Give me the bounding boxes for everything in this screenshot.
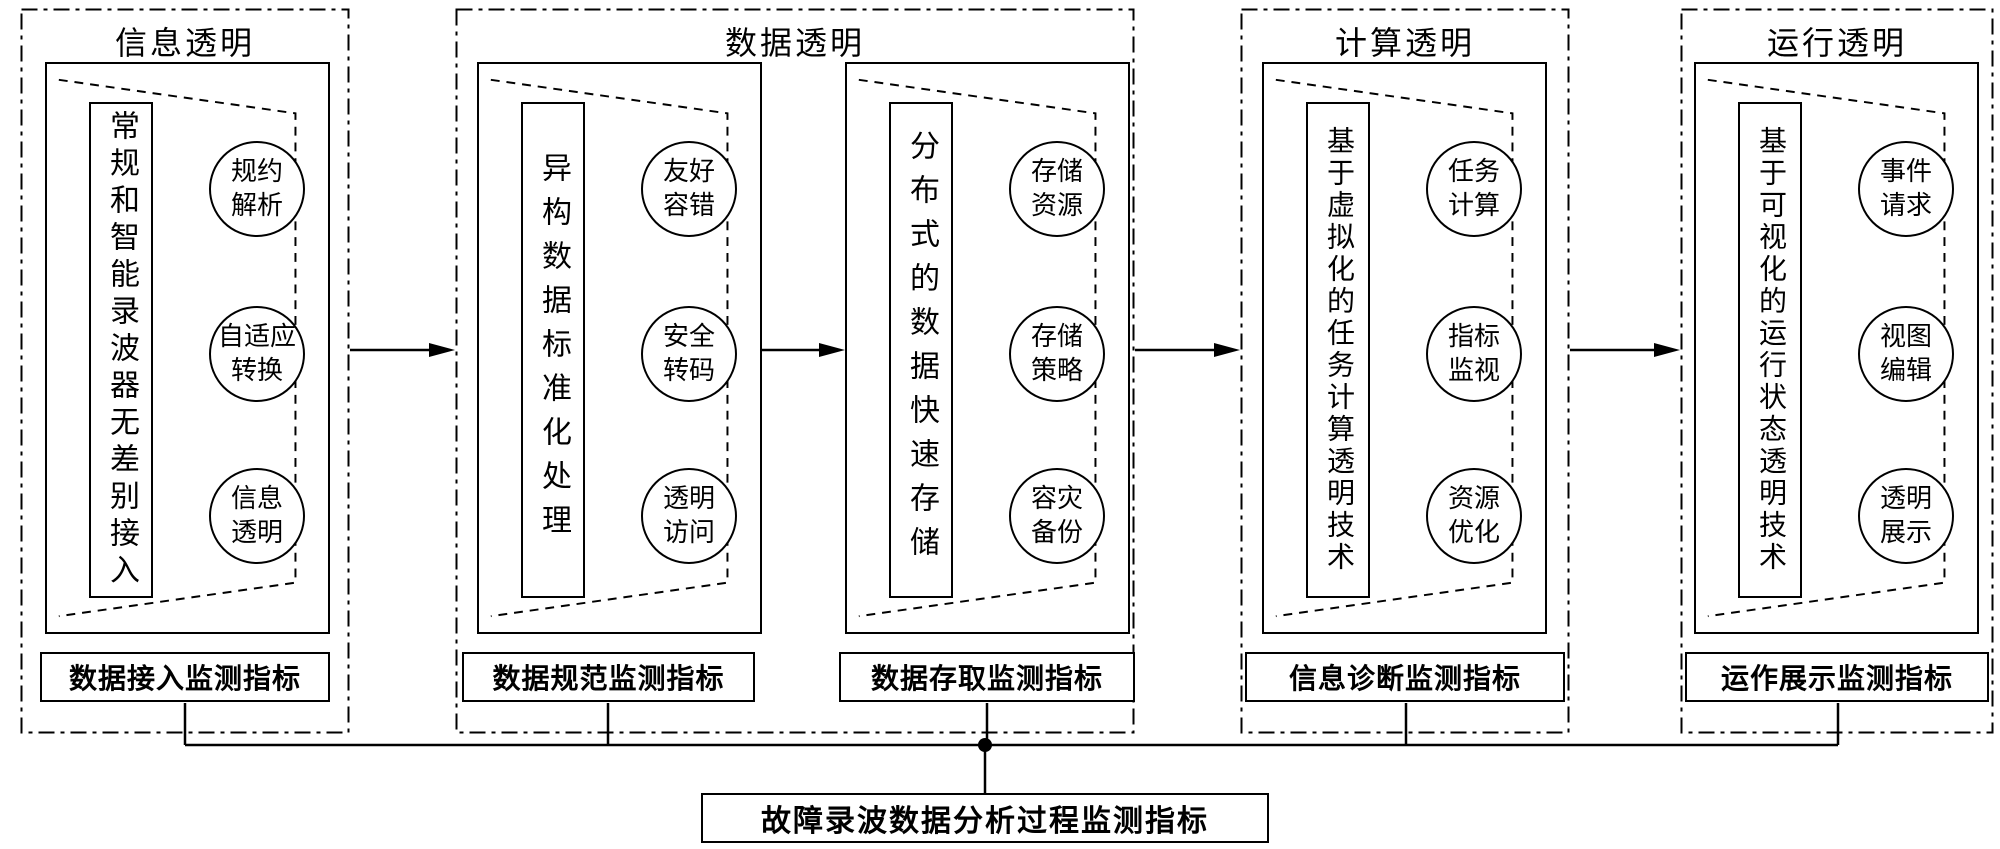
feature-circle-label: 资源 优化 <box>1447 484 1500 547</box>
process-unit: 分布式的数据快速存储 存储 资源 存储 策略 容灾 备份 <box>845 62 1130 634</box>
feature-circle-label: 视图 编辑 <box>1879 322 1932 385</box>
technique-text: 基于可视化的运行状态透明技术 <box>1755 126 1786 574</box>
technique-box: 异构数据标准化处理 <box>521 102 585 598</box>
feature-circle: 事件 请求 <box>1858 141 1954 237</box>
feature-circle-label: 信息 透明 <box>230 484 283 547</box>
technique-box: 分布式的数据快速存储 <box>889 102 953 598</box>
indicator-label: 运作展示监测指标 <box>1685 652 1989 702</box>
feature-circle-label: 存储 策略 <box>1030 322 1083 385</box>
indicator-label: 信息诊断监测指标 <box>1245 652 1565 702</box>
technique-text: 常规和智能录波器无差别接入 <box>105 109 138 591</box>
section-title: 运行透明 <box>1766 25 1907 61</box>
section-compute-transparency: 计算透明 基于虚拟化的任务计算透明技术 任务 计算 指标 监视 资源 优化 信息… <box>1240 8 1570 734</box>
feature-circle: 透明 访问 <box>641 468 737 564</box>
feature-circle-label: 指标 监视 <box>1447 322 1500 385</box>
feature-circle-label: 事件 请求 <box>1879 157 1932 220</box>
feature-circle: 资源 优化 <box>1426 468 1522 564</box>
technique-text: 分布式的数据快速存储 <box>905 130 938 570</box>
technique-box: 基于虚拟化的任务计算透明技术 <box>1306 102 1370 598</box>
feature-circle: 视图 编辑 <box>1858 306 1954 402</box>
feature-circle: 友好 容错 <box>641 141 737 237</box>
feature-circle: 安全 转码 <box>641 306 737 402</box>
process-unit: 基于虚拟化的任务计算透明技术 任务 计算 指标 监视 资源 优化 <box>1262 62 1547 634</box>
feature-circle-label: 存储 资源 <box>1030 157 1083 220</box>
feature-circle-label: 规约 解析 <box>230 157 283 220</box>
feature-circle: 规约 解析 <box>209 141 305 237</box>
technique-text: 异构数据标准化处理 <box>537 152 570 548</box>
feature-circle-label: 友好 容错 <box>662 157 715 220</box>
process-unit: 常规和智能录波器无差别接入 规约 解析 自适应 转换 信息 透明 <box>45 62 330 634</box>
dashdot-border <box>455 8 1135 734</box>
section-title: 信息透明 <box>114 25 255 61</box>
feature-circle-label: 自适应 转换 <box>217 322 296 385</box>
feature-circle-label: 容灾 备份 <box>1030 484 1083 547</box>
indicator-label: 数据规范监测指标 <box>462 652 755 702</box>
feature-circle: 指标 监视 <box>1426 306 1522 402</box>
feature-circle: 容灾 备份 <box>1009 468 1105 564</box>
feature-circle: 存储 资源 <box>1009 141 1105 237</box>
feature-circle-label: 透明 访问 <box>662 484 715 547</box>
section-info-transparency: 信息透明 常规和智能录波器无差别接入 规约 解析 自适应 转换 信息 透明 数据… <box>20 8 350 734</box>
feature-circle: 任务 计算 <box>1426 141 1522 237</box>
process-unit: 基于可视化的运行状态透明技术 事件 请求 视图 编辑 透明 展示 <box>1694 62 1979 634</box>
junction-dot <box>978 738 992 752</box>
feature-circle-label: 任务 计算 <box>1447 157 1500 220</box>
feature-circle-label: 透明 展示 <box>1879 484 1932 547</box>
technique-box: 基于可视化的运行状态透明技术 <box>1738 102 1802 598</box>
dashdot-border <box>1680 8 1994 734</box>
section-runtime-transparency: 运行透明 基于可视化的运行状态透明技术 事件 请求 视图 编辑 透明 展示 运作… <box>1680 8 1994 734</box>
indicator-label: 数据存取监测指标 <box>839 652 1135 702</box>
overall-indicator-box: 故障录波数据分析过程监测指标 <box>701 793 1269 843</box>
feature-circle: 自适应 转换 <box>209 306 305 402</box>
dashdot-border <box>20 8 350 734</box>
indicator-label: 数据接入监测指标 <box>40 652 330 702</box>
feature-circle: 透明 展示 <box>1858 468 1954 564</box>
feature-circle: 存储 策略 <box>1009 306 1105 402</box>
section-data-transparency: 数据透明 异构数据标准化处理 友好 容错 安全 转码 透明 访问 <box>455 8 1135 734</box>
feature-circle-label: 安全 转码 <box>662 322 715 385</box>
feature-circle: 信息 透明 <box>209 468 305 564</box>
technique-box: 常规和智能录波器无差别接入 <box>89 102 153 598</box>
section-title: 计算透明 <box>1334 25 1475 61</box>
process-unit: 异构数据标准化处理 友好 容错 安全 转码 透明 访问 <box>477 62 762 634</box>
dashdot-border <box>1240 8 1570 734</box>
technique-text: 基于虚拟化的任务计算透明技术 <box>1323 126 1354 574</box>
section-title: 数据透明 <box>724 25 865 61</box>
